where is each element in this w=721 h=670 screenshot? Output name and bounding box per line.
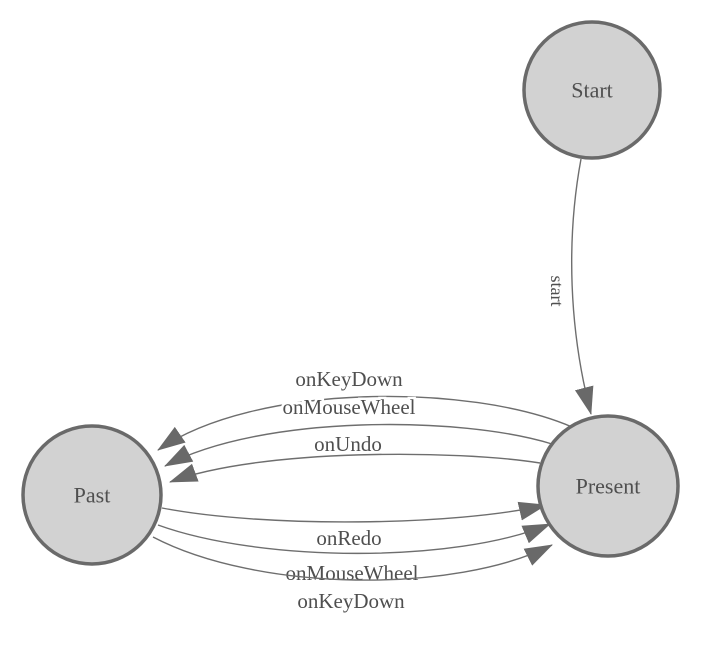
- edge-start: start: [545, 158, 594, 415]
- edge-onmousewheel-top: onMouseWheel: [164, 393, 553, 467]
- edge-start-label: start: [547, 276, 567, 307]
- edge-onmousewheel-bot-label: onMouseWheel: [286, 561, 419, 585]
- state-node-present-circle[interactable]: [536, 414, 680, 558]
- state-node-past-circle[interactable]: [21, 424, 163, 566]
- edge-onredo-label: onRedo: [316, 526, 381, 550]
- edge-onundo: onUndo: [169, 430, 541, 483]
- state-node-past-label: Past: [74, 483, 111, 508]
- edge-onkeydown-bot-label: onKeyDown: [297, 589, 405, 613]
- state-node-start-circle[interactable]: [522, 20, 662, 160]
- state-node-past[interactable]: Past: [21, 424, 163, 566]
- state-node-start-label: Start: [571, 78, 613, 103]
- edge-onkeydown-top: onKeyDown: [157, 365, 573, 451]
- edge-onkeydown-bot-path: [152, 536, 553, 581]
- state-node-start[interactable]: Start: [522, 20, 662, 160]
- edge-onkeydown-top-path: [157, 395, 573, 451]
- edge-onmousewheel-bot-path: [157, 523, 551, 555]
- edge-onmousewheel-top-path: [164, 423, 553, 467]
- edge-start-path: [570, 158, 594, 415]
- edge-onkeydown-bot: onKeyDown: [152, 536, 553, 616]
- edge-onredo: onRedo: [161, 501, 547, 553]
- state-node-present-label: Present: [576, 474, 641, 499]
- edge-onredo-path: [161, 501, 547, 523]
- edges-layer: start onKeyDown onMouseWheel onUndo onRedo on…: [152, 158, 594, 616]
- edge-onundo-label: onUndo: [314, 432, 382, 456]
- edge-onkeydown-top-label: onKeyDown: [295, 367, 403, 391]
- edge-onmousewheel-top-label: onMouseWheel: [283, 395, 416, 419]
- edge-onmousewheel-bot: onMouseWheel: [157, 523, 551, 588]
- edge-onundo-path: [169, 453, 541, 483]
- state-node-present[interactable]: Present: [536, 414, 680, 558]
